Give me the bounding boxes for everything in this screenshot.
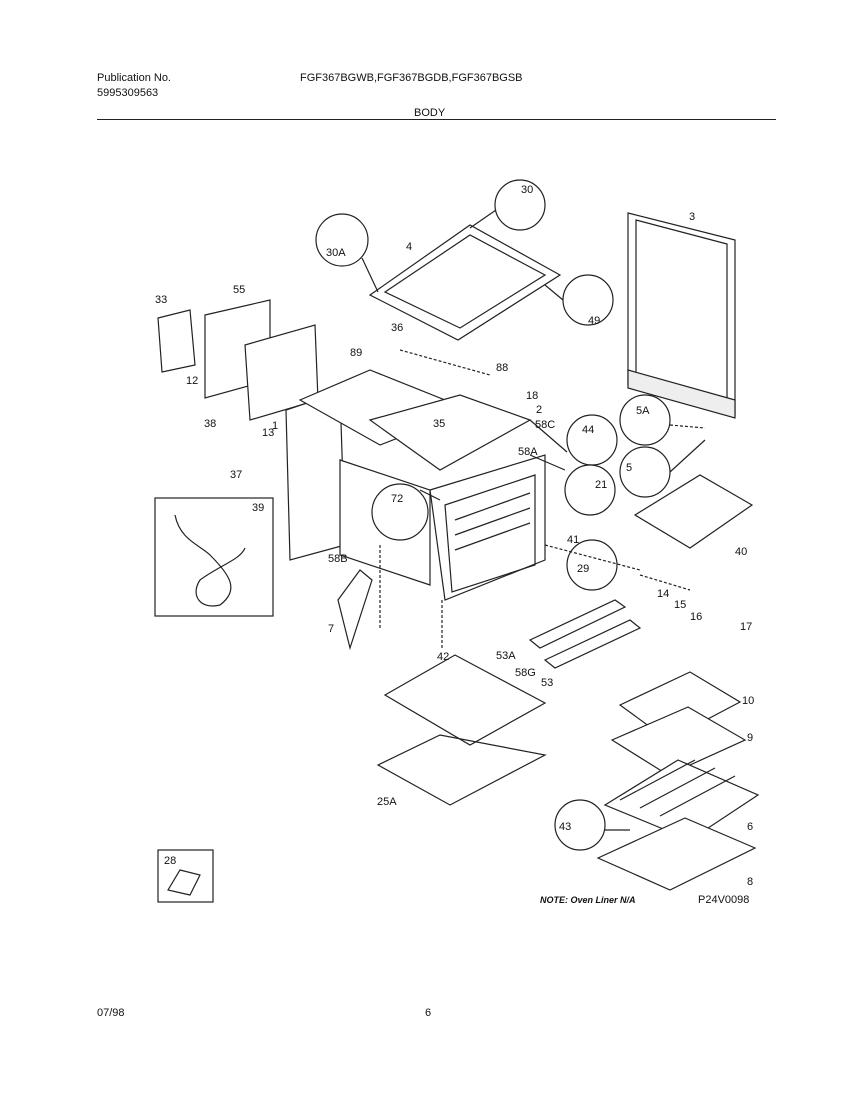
part-label: 15 bbox=[674, 599, 686, 611]
part-label: 58G bbox=[515, 667, 536, 679]
part-label: 53A bbox=[496, 650, 516, 662]
part-label: 58C bbox=[535, 419, 555, 431]
part-labels: 1 2 3 4 5 5A 6 7 8 9 10 12 13 14 15 16 1… bbox=[155, 184, 754, 888]
callout-circle-43 bbox=[554, 799, 606, 851]
part-label: 25A bbox=[377, 796, 397, 808]
part-label: 55 bbox=[233, 284, 245, 296]
drawer-frame-drawing bbox=[376, 734, 547, 806]
top-panel-drawing bbox=[368, 224, 562, 341]
cord-drawing bbox=[174, 514, 246, 607]
callout-circle-5a bbox=[619, 394, 671, 446]
callout-circle-72 bbox=[371, 483, 429, 541]
part-label: 38 bbox=[204, 418, 216, 430]
part-label: 88 bbox=[496, 362, 508, 374]
part-label: 35 bbox=[433, 418, 445, 430]
part-label: 14 bbox=[657, 588, 669, 600]
publication-number: 5995309563 bbox=[97, 87, 159, 99]
part-label: 41 bbox=[567, 534, 579, 546]
callout-circle-29 bbox=[566, 539, 618, 591]
trim-strips-drawing bbox=[528, 599, 642, 669]
callout-circle-30a bbox=[315, 213, 369, 267]
drawing-code: P24V0098 bbox=[698, 894, 750, 906]
model-numbers: FGF367BGWB,FGF367BGDB,FGF367BGSB bbox=[300, 72, 523, 84]
part-label: 72 bbox=[391, 493, 403, 505]
part-label: 43 bbox=[559, 821, 571, 833]
part-label: 10 bbox=[742, 695, 754, 707]
part-label: 37 bbox=[230, 469, 242, 481]
part-label: 49 bbox=[588, 315, 600, 327]
part-label: 44 bbox=[582, 424, 594, 436]
part-label: 5A bbox=[636, 405, 650, 417]
part-label: 6 bbox=[747, 821, 753, 833]
callout-circle-30 bbox=[494, 179, 546, 231]
part-label: 42 bbox=[437, 651, 449, 663]
part-28-drawing bbox=[167, 869, 201, 896]
cord-inset-box bbox=[154, 497, 274, 617]
back-panel-drawing bbox=[627, 212, 736, 419]
broiler-pan-drawing bbox=[610, 671, 747, 776]
section-title: BODY bbox=[414, 107, 446, 119]
part-label: 1 bbox=[272, 420, 278, 432]
part-label: 29 bbox=[577, 563, 589, 575]
publication-label: Publication No. bbox=[97, 72, 171, 84]
oven-liner-note: NOTE: Oven Liner N/A bbox=[540, 895, 636, 905]
footer-date: 07/98 bbox=[97, 1007, 125, 1019]
part-label: 89 bbox=[350, 347, 362, 359]
part-label: 53 bbox=[541, 677, 553, 689]
part-label: 7 bbox=[328, 623, 334, 635]
part-label: 2 bbox=[536, 404, 542, 416]
part-label: 12 bbox=[186, 375, 198, 387]
oven-tray-drawing bbox=[596, 817, 757, 891]
part-label: 21 bbox=[595, 479, 607, 491]
part-label: 58B bbox=[328, 553, 348, 565]
bottom-panel-drawing bbox=[383, 654, 547, 746]
shield-drawing bbox=[633, 474, 754, 549]
part-label: 4 bbox=[406, 241, 412, 253]
callout-circle-21 bbox=[564, 464, 616, 516]
part-label: 16 bbox=[690, 611, 702, 623]
part-label: 39 bbox=[252, 502, 264, 514]
header-rule bbox=[97, 119, 776, 120]
part-label: 28 bbox=[164, 855, 176, 867]
callout-circle-44 bbox=[566, 414, 618, 466]
part-label: 3 bbox=[689, 211, 695, 223]
part-label: 58A bbox=[518, 446, 538, 458]
part-label: 18 bbox=[526, 390, 538, 402]
part-label: 30A bbox=[326, 247, 346, 259]
part-label: 5 bbox=[626, 462, 632, 474]
part-label: 36 bbox=[391, 322, 403, 334]
part-label: 40 bbox=[735, 546, 747, 558]
part-label: 30 bbox=[521, 184, 533, 196]
part-28-inset-box bbox=[157, 849, 214, 903]
part-label: 13 bbox=[262, 427, 274, 439]
hinge-drawing bbox=[337, 569, 373, 651]
part-label: 33 bbox=[155, 294, 167, 306]
page-number: 6 bbox=[425, 1007, 432, 1019]
part-label: 9 bbox=[747, 732, 753, 744]
rear-plates-drawing bbox=[157, 299, 319, 421]
part-label: 17 bbox=[740, 621, 752, 633]
part-label: 8 bbox=[747, 876, 753, 888]
